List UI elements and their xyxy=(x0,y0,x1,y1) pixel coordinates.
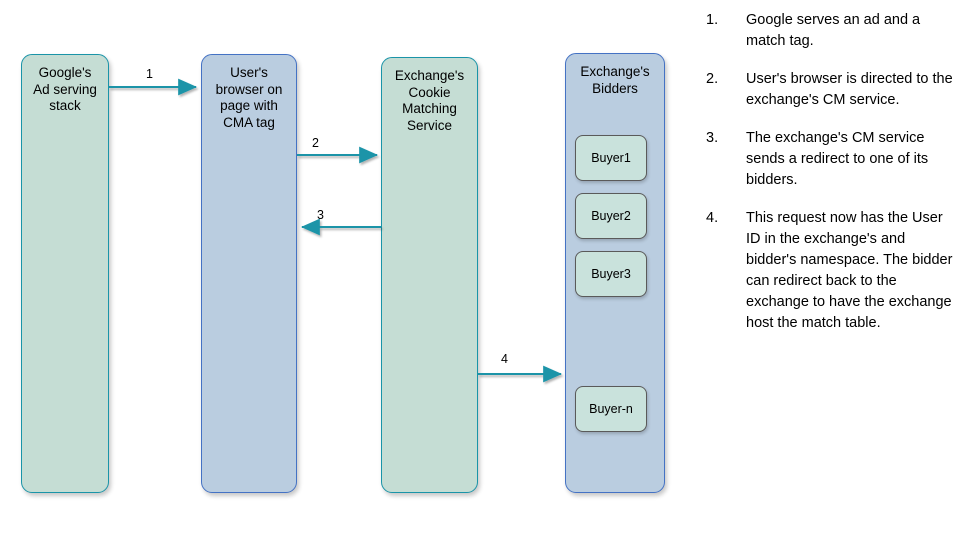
step-number: 2. xyxy=(706,71,719,87)
node-label: Exchange's Cookie Matching Service xyxy=(394,68,465,133)
buyer-label: Buyer2 xyxy=(591,208,631,223)
node-label: User's browser on page with CMA tag xyxy=(215,65,283,130)
arrow-3-label: 3 xyxy=(317,208,324,222)
list-item: 1. Google serves an ad and a match tag. xyxy=(706,10,954,52)
step-number: 3. xyxy=(706,130,719,146)
buyer-box-buyer2[interactable]: Buyer2 xyxy=(575,193,647,239)
node-label: Exchange's Bidders xyxy=(580,64,650,96)
buyer-box-buyer1[interactable]: Buyer1 xyxy=(575,135,647,181)
steps-list: 1. Google serves an ad and a match tag. … xyxy=(706,10,954,351)
node-label: Google's Ad serving stack xyxy=(33,65,97,113)
buyer-box-buyer-n[interactable]: Buyer-n xyxy=(575,386,647,432)
buyer-label: Buyer3 xyxy=(591,266,631,281)
buyer-label: Buyer1 xyxy=(591,150,631,165)
buyer-box-buyer3[interactable]: Buyer3 xyxy=(575,251,647,297)
node-exchange-cookie-matching-service[interactable]: Exchange's Cookie Matching Service xyxy=(381,57,478,493)
step-text: Google serves an ad and a match tag. xyxy=(746,12,921,49)
buyer-label: Buyer-n xyxy=(589,401,633,416)
node-user-browser[interactable]: User's browser on page with CMA tag xyxy=(201,54,297,493)
step-number: 4. xyxy=(706,210,719,226)
diagram-canvas: Google's Ad serving stack User's browser… xyxy=(21,53,665,493)
step-text: The exchange's CM service sends a redire… xyxy=(746,130,929,188)
step-number: 1. xyxy=(706,12,719,28)
list-item: 4. This request now has the User ID in t… xyxy=(706,208,954,334)
list-item: 3. The exchange's CM service sends a red… xyxy=(706,128,954,191)
arrow-2-label: 2 xyxy=(312,136,319,150)
node-google-ad-serving-stack[interactable]: Google's Ad serving stack xyxy=(21,54,109,493)
step-text: This request now has the User ID in the … xyxy=(746,210,953,331)
arrow-1-label: 1 xyxy=(146,67,153,81)
arrow-4-label: 4 xyxy=(501,352,508,366)
step-text: User's browser is directed to the exchan… xyxy=(746,71,953,108)
list-item: 2. User's browser is directed to the exc… xyxy=(706,69,954,111)
